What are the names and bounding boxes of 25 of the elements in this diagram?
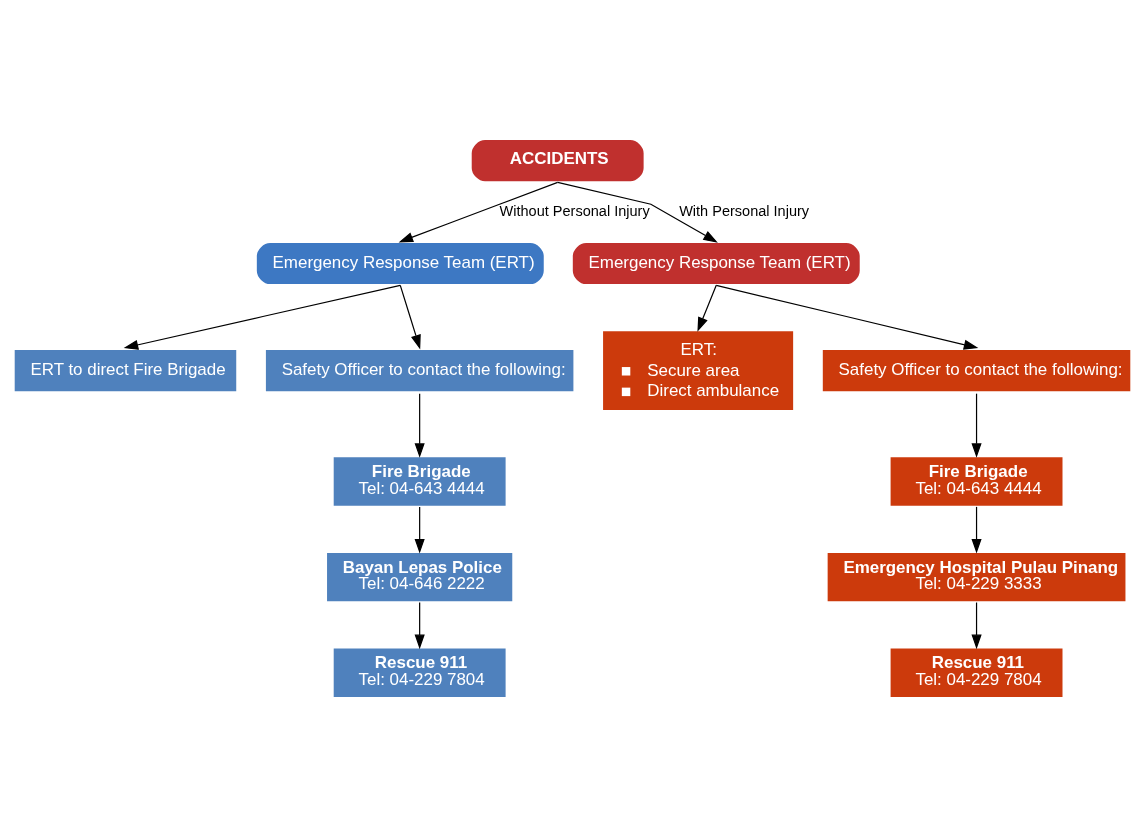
arrow bbox=[399, 284, 421, 349]
arrow bbox=[414, 601, 425, 649]
node-box: Rescue 911 Tel: 04-229 7804 bbox=[331, 645, 509, 699]
node-box: Fire Brigade Tel: 04-643 4444 bbox=[888, 454, 1065, 508]
arrow bbox=[414, 392, 425, 458]
arrow bbox=[971, 505, 982, 553]
node-box: ERT: Secure area Direct ambulance bbox=[600, 328, 796, 412]
node-box: Rescue 911 Tel: 04-229 7804 bbox=[888, 645, 1065, 699]
arrow bbox=[715, 284, 979, 350]
edge-label: With Personal Injury bbox=[679, 202, 810, 219]
node-box: Safety Officer to contact the following: bbox=[820, 347, 1133, 394]
arrow bbox=[557, 181, 718, 243]
arrow bbox=[398, 181, 559, 242]
node-box: Fire Brigade Tel: 04-643 4444 bbox=[331, 454, 509, 508]
node-box: Emergency Response Team (ERT) bbox=[570, 240, 863, 287]
node-box: ACCIDENTS bbox=[469, 137, 647, 184]
node-box: ERT to direct Fire Brigade bbox=[12, 347, 239, 394]
arrow bbox=[697, 284, 717, 332]
edge-label: Without Personal Injury bbox=[499, 202, 650, 219]
arrow bbox=[971, 601, 982, 649]
arrow bbox=[971, 392, 982, 458]
arrow bbox=[123, 284, 401, 350]
arrow bbox=[414, 505, 425, 553]
node-box: Emergency Response Team (ERT) bbox=[254, 240, 547, 287]
node-box: Safety Officer to contact the following: bbox=[263, 347, 576, 394]
